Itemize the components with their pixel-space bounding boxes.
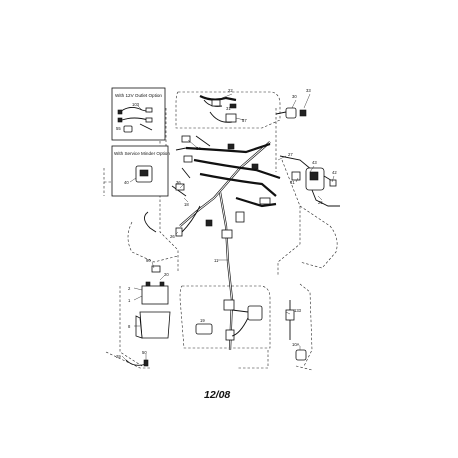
callout-50: 50: [142, 350, 147, 355]
callout-40: 40: [124, 180, 129, 185]
inset-service-minder-option: With Service Minder Option 40: [111, 145, 170, 197]
callout-103: 103: [132, 102, 140, 107]
callout-31: 31: [226, 106, 231, 111]
date-code: 12/08: [204, 389, 230, 401]
callout-41: 41: [290, 180, 295, 185]
callout-42: 42: [332, 170, 337, 175]
callout-57: 57: [242, 118, 247, 123]
chassis-outline: [103, 91, 338, 371]
main-harness: [144, 135, 281, 351]
callout-11: 11: [214, 258, 219, 263]
callout-18: 18: [184, 202, 189, 207]
callout-19: 19: [200, 318, 205, 323]
callout-26: 26: [170, 234, 175, 239]
callout-1: 1: [128, 298, 131, 303]
inset-12v-outlet-option: With 12V Outlet Option 103 55: [111, 87, 166, 141]
dash-connector-cluster: [199, 95, 237, 123]
callout-90: 90: [146, 258, 151, 263]
ignition-switch: [275, 107, 307, 119]
callout-numbers: 22 33 30 31 57 34 27 42 43 41 25 36 18 2…: [116, 88, 337, 359]
callout-133: 133: [294, 308, 302, 313]
callout-34: 34: [196, 146, 201, 151]
callout-25: 25: [318, 200, 323, 205]
battery-assembly: [125, 265, 171, 367]
lower-right-cable: [285, 300, 307, 361]
callout-22: 22: [228, 88, 233, 93]
callout-43: 43: [312, 160, 317, 165]
inset-12v-outlet-title: With 12V Outlet Option: [115, 93, 162, 98]
callout-29: 29: [116, 354, 121, 359]
right-sensor-assembly: [279, 155, 340, 207]
callout-27: 27: [288, 152, 293, 157]
callout-10a: 10A: [292, 342, 300, 347]
callout-33: 33: [306, 88, 311, 93]
callout-2: 2: [128, 286, 131, 291]
inset-service-minder-title: With Service Minder Option: [114, 151, 170, 156]
callout-36: 36: [176, 180, 181, 185]
callout-8: 8: [128, 324, 131, 329]
callout-55: 55: [116, 126, 121, 131]
callout-20: 20: [164, 272, 169, 277]
callout-30: 30: [292, 94, 297, 99]
callout-leaders: [121, 93, 335, 361]
